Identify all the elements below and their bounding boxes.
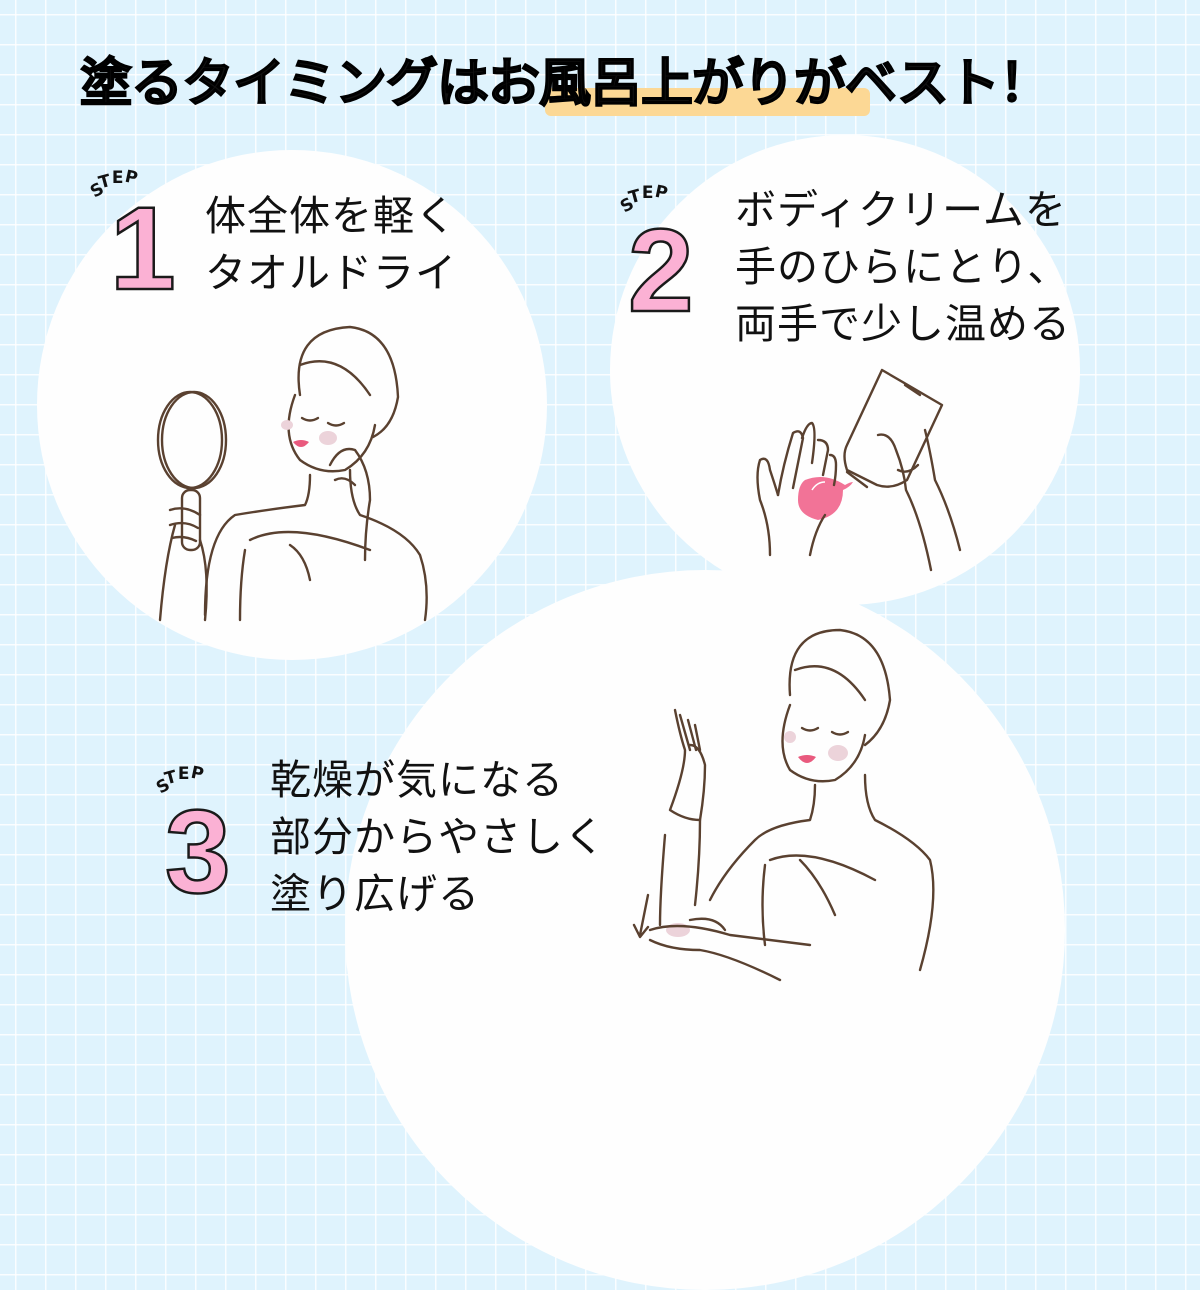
step-number: 3: [164, 786, 232, 918]
step-number: 2: [627, 205, 695, 337]
title-highlight: [545, 88, 870, 116]
woman-applying-cream-illustration: [632, 628, 935, 982]
step-label: STEP: [152, 762, 208, 799]
step-description: 乾燥が気になる 部分からやさしく 塗り広げる: [270, 756, 606, 918]
hands-with-cream-tube-illustration: [756, 368, 962, 572]
step-2-circle: [610, 135, 1080, 605]
page-title: 塗るタイミングはお風呂上がりがベスト！: [79, 53, 1052, 115]
step-label: STEP: [86, 166, 142, 203]
step-description: ボディクリームを 手のひらにとり、 両手で少し温める: [735, 186, 1071, 348]
step-number: 1: [109, 183, 177, 315]
step-label: STEP: [616, 181, 672, 218]
woman-with-mirror-illustration: [156, 325, 428, 622]
step-description: 体全体を軽く タオルドライ: [205, 192, 457, 297]
